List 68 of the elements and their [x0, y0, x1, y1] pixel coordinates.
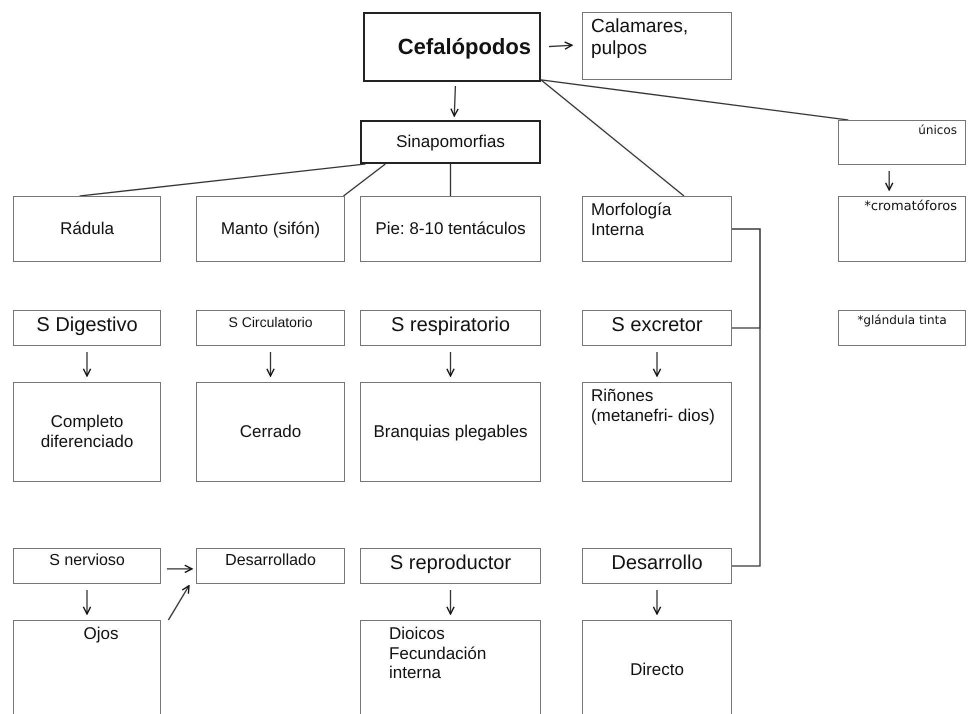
node-label: Ojos	[84, 624, 118, 644]
node-label: S Digestivo	[36, 314, 138, 337]
node-label: S Circulatorio	[228, 314, 313, 330]
node-label: Riñones (metanefri- dios)	[591, 386, 716, 426]
node-label: Branquias plegables	[373, 422, 528, 442]
arrow	[167, 564, 193, 574]
node-label: Cefalópodos	[398, 34, 531, 60]
node-label: Dioicos Fecundación interna	[389, 624, 488, 683]
node-label: Rádula	[60, 219, 114, 239]
concept-box	[582, 310, 732, 346]
arrow	[884, 171, 894, 191]
node-label: Desarrollo	[611, 552, 703, 575]
concept-box	[838, 196, 966, 262]
concept-box	[196, 196, 345, 262]
arrow	[266, 352, 275, 377]
concept-box	[196, 548, 345, 584]
concept-box	[360, 382, 541, 482]
connector-line	[80, 163, 366, 197]
node-label: Desarrollado	[225, 552, 316, 570]
concept-box	[582, 548, 732, 584]
connector-line	[343, 163, 386, 197]
concept-box	[13, 196, 161, 262]
concept-box	[363, 12, 541, 82]
concept-box	[838, 310, 966, 346]
arrow	[446, 352, 455, 377]
node-label: S reproductor	[390, 552, 512, 575]
connector-line	[540, 79, 684, 196]
arrow	[450, 86, 459, 117]
concept-box	[196, 310, 345, 346]
node-label: Pie: 8-10 tentáculos	[375, 219, 526, 239]
concept-box	[360, 310, 541, 346]
node-label: Completo diferenciado	[40, 412, 134, 452]
connector-line	[732, 228, 761, 567]
concept-box	[13, 548, 161, 584]
arrow	[168, 585, 190, 620]
concept-box	[196, 382, 345, 482]
concept-box	[360, 196, 541, 262]
arrow	[652, 590, 662, 615]
concept-box	[838, 120, 966, 165]
node-label: *cromatóforos	[864, 200, 957, 215]
arrow	[82, 352, 92, 377]
arrow	[548, 41, 573, 50]
arrow	[446, 590, 455, 615]
concept-box	[582, 620, 732, 714]
node-label: Calamares, pulpos	[591, 16, 690, 60]
concept-box	[13, 620, 161, 714]
node-label: S respiratorio	[391, 314, 510, 337]
arrow	[82, 590, 92, 615]
node-label: S excretor	[611, 314, 703, 337]
node-label: únicos	[918, 124, 957, 138]
node-label: Manto (sifón)	[220, 219, 320, 239]
concept-box	[13, 310, 161, 346]
node-label: Morfología Interna	[591, 200, 672, 240]
connector-line	[450, 164, 452, 196]
concept-box	[582, 12, 732, 80]
concept-box	[360, 548, 541, 584]
node-label: Cerrado	[240, 422, 302, 442]
arrow	[652, 352, 662, 377]
concept-box	[582, 196, 732, 262]
node-label: S nervioso	[49, 552, 125, 570]
concept-box	[360, 620, 541, 714]
node-label: Sinapomorfias	[396, 132, 505, 152]
node-label: Directo	[630, 660, 684, 680]
connector-line	[540, 79, 848, 121]
concept-box	[582, 382, 732, 482]
concept-box	[360, 120, 541, 164]
concept-box	[13, 382, 161, 482]
node-label: *glándula tinta	[857, 314, 947, 328]
